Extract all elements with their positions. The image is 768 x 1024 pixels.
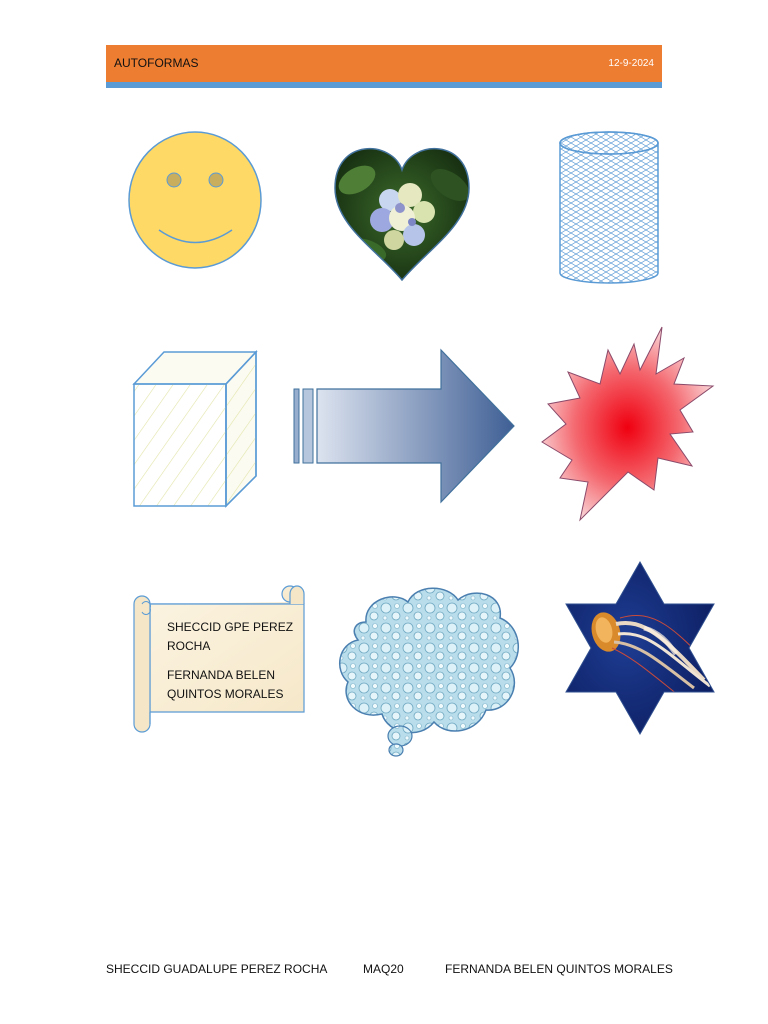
header-rule bbox=[106, 82, 662, 88]
scroll-shape bbox=[133, 585, 305, 733]
block-arrow-shape bbox=[293, 348, 515, 504]
heart-photo-shape bbox=[334, 148, 470, 282]
footer-left: SHECCID GUADALUPE PEREZ ROCHA bbox=[106, 962, 328, 976]
header-bar bbox=[106, 45, 662, 82]
explosion-shape bbox=[541, 326, 715, 522]
footer-center: MAQ20 bbox=[363, 962, 404, 976]
scroll-line-2: FERNANDA BELEN QUINTOS MORALES bbox=[167, 668, 284, 701]
cylinder-shape bbox=[559, 131, 659, 284]
cube-shape bbox=[132, 350, 258, 508]
star-photo-shape bbox=[565, 560, 715, 736]
thought-cloud-shape bbox=[339, 587, 519, 757]
smiley-face-shape bbox=[128, 131, 262, 269]
footer-right: FERNANDA BELEN QUINTOS MORALES bbox=[445, 962, 673, 976]
header-title: AUTOFORMAS bbox=[114, 56, 199, 70]
header-date: 12-9-2024 bbox=[608, 58, 654, 69]
scroll-text: SHECCID GPE PEREZ ROCHA FERNANDA BELEN Q… bbox=[167, 618, 295, 714]
scroll-line-1: SHECCID GPE PEREZ ROCHA bbox=[167, 620, 294, 653]
